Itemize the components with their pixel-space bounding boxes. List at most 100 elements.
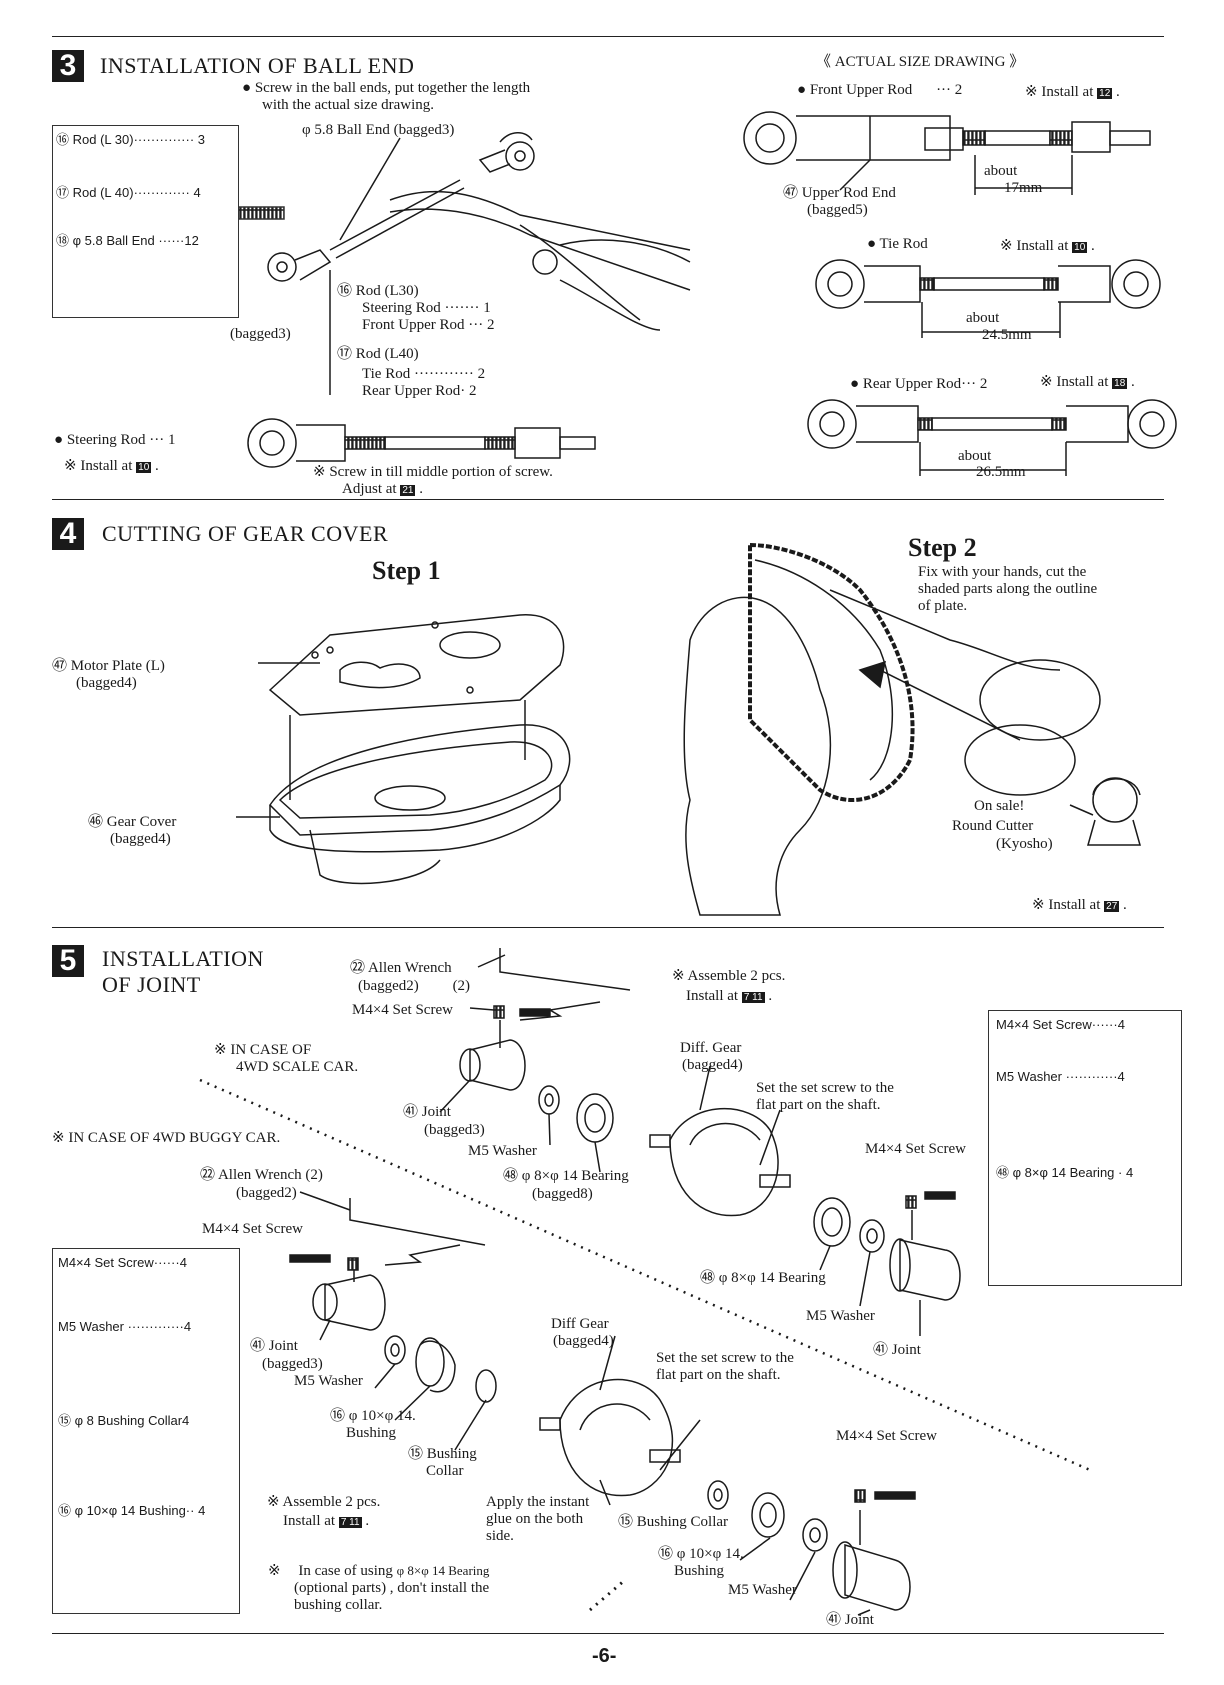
front-upper-install: ※ Install at 12 . [1025, 84, 1120, 100]
section-divider-5 [52, 927, 1164, 928]
bushing-collar-right-label: ⑮ Bushing Collar [618, 1514, 729, 1530]
bushing-collar-lower-2: Collar [426, 1463, 464, 1479]
allen-wrench-upper [499, 948, 631, 991]
joint-lower-right-label: ㊶ Joint [826, 1612, 874, 1628]
buggy-case: ※ IN CASE OF 4WD BUGGY CAR. [52, 1130, 281, 1146]
rear-upper-install: ※ Install at 18 . [1040, 374, 1135, 390]
ball-end-instruction-2: with the actual size drawing. [262, 97, 435, 113]
box2-washer: M5 Washer ·············4 [58, 1319, 192, 1334]
round-cutter-label: Round Cutter [952, 818, 1034, 834]
step2-text-3: of plate. [918, 598, 968, 614]
install-lower: Install at 7 11 . [283, 1513, 370, 1529]
glue-note-3: side. [486, 1528, 514, 1544]
joint-right-label: ㊶ Joint [873, 1342, 921, 1358]
bearing-upper-bagged: (bagged8) [532, 1186, 593, 1202]
diff-gear-lower-label: Diff Gear [551, 1316, 609, 1332]
step-2-heading: Step 2 [908, 533, 977, 562]
setscrew-lower-right-label: M4×4 Set Screw [836, 1428, 937, 1444]
tie-rod-label: ● Tie Rod [867, 236, 928, 252]
upper-rod-end-label: ㊼ Upper Rod End [783, 185, 896, 201]
rear-about: about [958, 448, 992, 464]
m5-washer-upper-label: M5 Washer [468, 1143, 537, 1159]
section-5-number: 5 [52, 945, 84, 977]
bearing-upper-label: ㊽ φ 8×φ 14 Bearing [503, 1168, 629, 1184]
section-5-title-1: INSTALLATION [102, 946, 264, 971]
page-number: -6- [592, 1645, 617, 1667]
tie-rod-install: ※ Install at 10 . [1000, 238, 1095, 254]
setscrew-upper-label: M4×4 Set Screw [352, 1002, 453, 1018]
screw-note-1: ※ Screw in till middle portion of screw. [313, 464, 553, 480]
front-about: about [984, 163, 1018, 179]
step2-text-1: Fix with your hands, cut the [918, 564, 1087, 580]
box2-collar: ⑮ φ 8 Bushing Collar4 [58, 1413, 190, 1428]
tie-rod-drawing [815, 259, 1161, 338]
bushing-collar-lower-1: ⑮ Bushing [408, 1446, 477, 1462]
joint-lower-label: ㊶ Joint [250, 1338, 298, 1354]
steering-rod-drawing [247, 418, 596, 468]
gear-cover-drawing [269, 724, 571, 885]
rod-l40-item-2: Rear Upper Rod· 2 [362, 383, 477, 399]
assemble-lower: ※ Assemble 2 pcs. [267, 1494, 381, 1510]
top-rule [52, 36, 1164, 37]
allen-wrench-upper-label: ㉒ Allen Wrench [350, 960, 452, 976]
set-flat-lower-2: flat part on the shaft. [656, 1367, 781, 1383]
tie-about: about [966, 310, 1000, 326]
scale-case-1: ※ IN CASE OF [214, 1042, 312, 1058]
dotted-divider [199, 1078, 1091, 1472]
box-rod-l30: ⑯ Rod (L 30)·············· 3 [56, 132, 206, 147]
rod-l40-label: ⑰ Rod (L40) [337, 346, 419, 362]
front-length: 17mm [1004, 180, 1043, 196]
m5-washer-right-label: M5 Washer [806, 1308, 875, 1324]
motor-plate-label: ㊼ Motor Plate (L) [52, 658, 165, 674]
rod-l30-label: ⑯ Rod (L30) [337, 283, 419, 299]
step2-text-2: shaded parts along the outline [918, 581, 1098, 597]
diff-gear-upper-bagged: (bagged4) [682, 1057, 743, 1073]
optional-note-3: bushing collar. [294, 1597, 383, 1613]
bushing-lower-word: Bushing [346, 1425, 397, 1441]
actual-size-heading: 《 ACTUAL SIZE DRAWING 》 [816, 54, 1025, 70]
diff-gear-lower-bagged: (bagged4) [553, 1333, 614, 1349]
box2-bushing: ⑯ φ 10×φ 14 Bushing·· 4 [58, 1503, 206, 1518]
bushing-right-label: ⑯ φ 10×φ 14. [658, 1546, 744, 1562]
box-rod-l40: ⑰ Rod (L 40)············· 4 [56, 185, 201, 200]
glue-note-1: Apply the instant [486, 1494, 590, 1510]
step-1-heading: Step 1 [372, 556, 441, 585]
rod-l40-item-1: Tie Rod ············ 2 [362, 366, 486, 382]
set-flat-lower-1: Set the set screw to the [656, 1350, 794, 1366]
scale-case-2: 4WD SCALE CAR. [236, 1059, 359, 1075]
sec4-install: ※ Install at 27 . [1032, 897, 1127, 913]
screw-note-2: Adjust at 21 . [342, 481, 423, 497]
allen-wrench-lower-label: ㉒ Allen Wrench (2) [200, 1167, 323, 1183]
optional-note-1: ※ In case of using φ 8×φ 14 Bearing [268, 1563, 490, 1579]
assemble-upper: ※ Assemble 2 pcs. [672, 968, 786, 984]
steering-rod-label: ● Steering Rod ··· 1 [54, 432, 176, 448]
allen-wrench-lower-bagged: (bagged2) [236, 1185, 297, 1201]
hand-scissors-drawing [683, 542, 1101, 916]
bushing-lower-label: ⑯ φ 10×φ 14. [330, 1408, 416, 1424]
rod-l30-item-2: Front Upper Rod ··· 2 [362, 317, 495, 333]
box1-washer: M5 Washer ············4 [996, 1069, 1125, 1084]
kyosho-label: (Kyosho) [996, 836, 1053, 852]
section-4-title: CUTTING OF GEAR COVER [102, 521, 389, 546]
allen-wrench-upper-bagged: (bagged2) (2) [358, 978, 471, 994]
joint-upper-label: ㊶ Joint [403, 1104, 451, 1120]
rear-upper-rod-label: ● Rear Upper Rod··· 2 [850, 376, 988, 392]
upper-rod-end-bagged: (bagged5) [807, 202, 868, 218]
setscrew-lower-drawing [289, 1254, 359, 1271]
optional-note-2: (optional parts) , don't install the [294, 1580, 490, 1596]
steering-install: ※ Install at 10 . [64, 458, 159, 474]
bottom-rule [52, 1633, 1164, 1634]
rear-length: 26.5mm [976, 464, 1026, 480]
parts-box-scale [988, 1010, 1182, 1286]
tie-length: 24.5mm [982, 327, 1032, 343]
setscrew-upper-drawing [493, 1005, 551, 1019]
m5-washer-lower-label: M5 Washer [294, 1373, 363, 1389]
install-upper: Install at 7 11 . [686, 988, 773, 1004]
ball-end-callout: φ 5.8 Ball End (bagged3) [302, 122, 455, 138]
rod-l30-item-1: Steering Rod ······· 1 [362, 300, 491, 316]
parts-box-sec3 [52, 125, 239, 318]
section-3-number: 3 [52, 50, 84, 82]
ball-end-instruction-1: ● Screw in the ball ends, put together t… [242, 80, 531, 96]
rods-bagged3: (bagged3) [230, 326, 291, 342]
kyosho-mascot-drawing [1069, 777, 1141, 846]
